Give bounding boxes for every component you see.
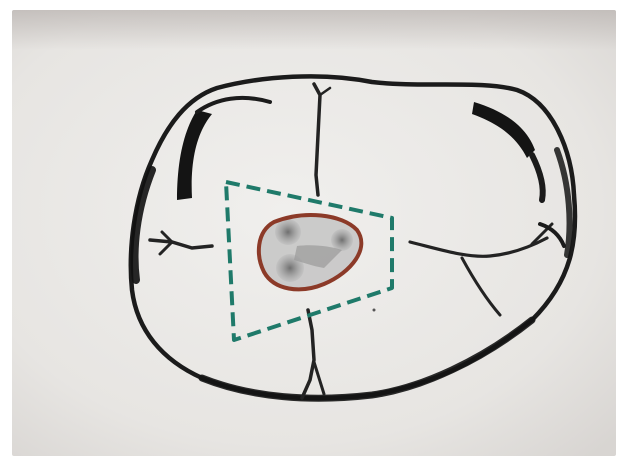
sketch-drawing: [12, 10, 616, 456]
shading-spot-upper: [275, 219, 301, 245]
paper-shadow: [12, 10, 616, 50]
sketch-photo: [12, 10, 616, 456]
shading-spot-right: [331, 229, 353, 251]
pencil-dot: [373, 309, 376, 312]
